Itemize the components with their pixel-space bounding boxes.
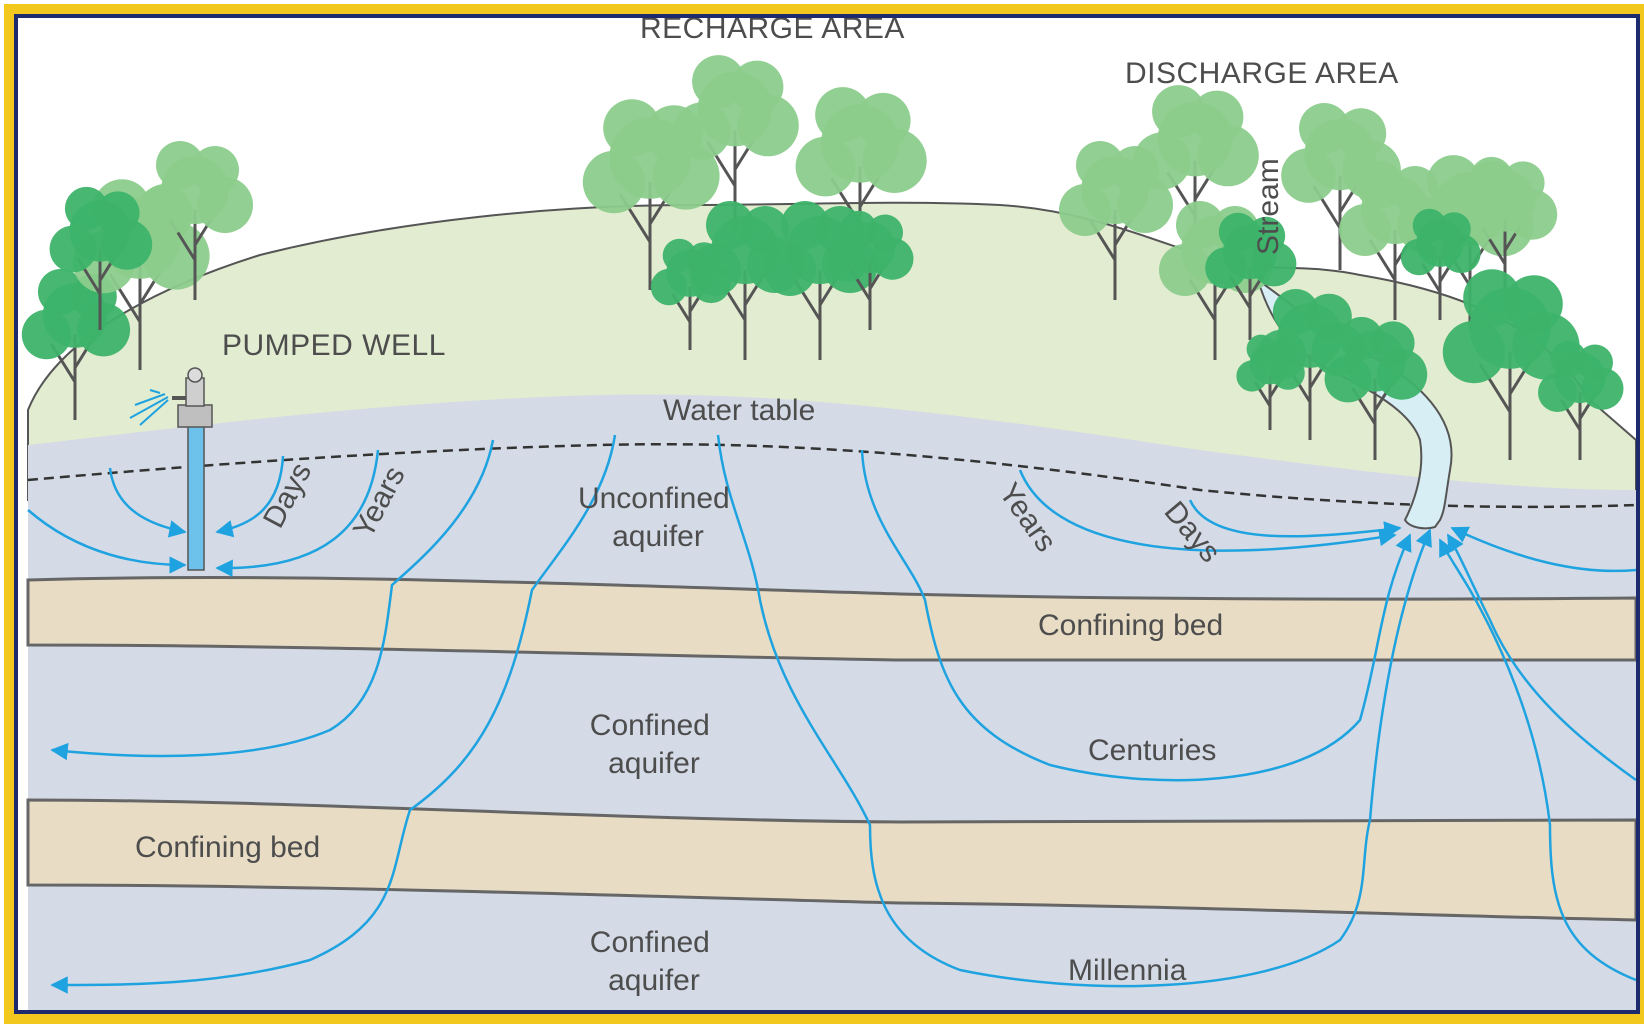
diagram-border xyxy=(4,4,1644,1024)
